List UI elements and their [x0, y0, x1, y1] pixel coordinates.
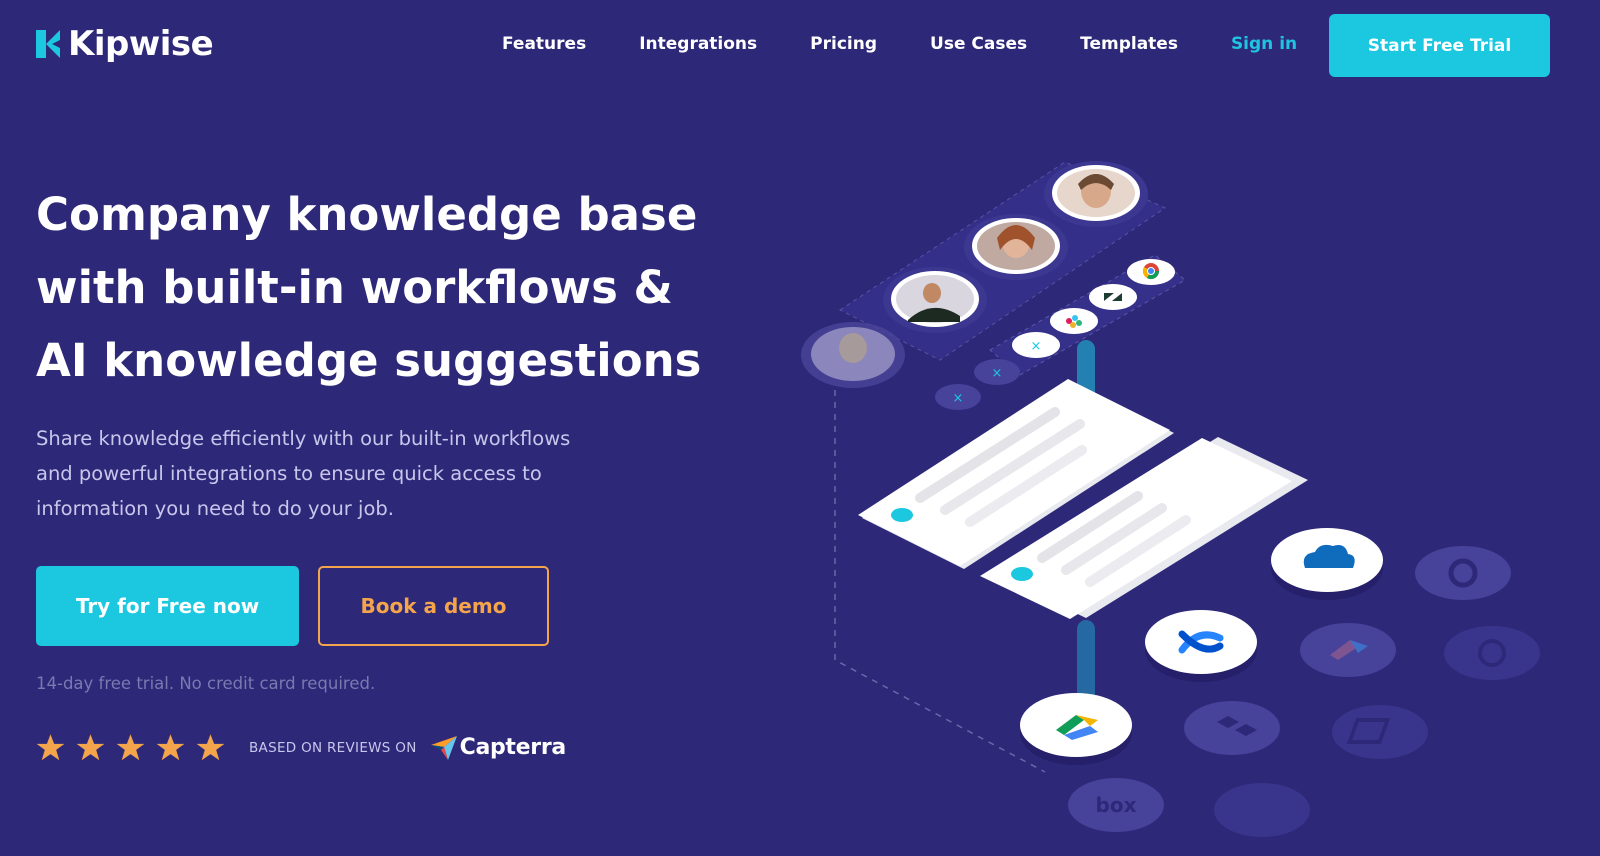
slack-chip: [1050, 308, 1098, 334]
based-on-reviews-label: BASED ON REVIEWS ON: [249, 739, 417, 756]
headline-line: AI knowledge suggestions: [36, 334, 702, 387]
confluence-icon: [1145, 610, 1257, 682]
subtitle-line: Share knowledge efficiently with our bui…: [36, 427, 571, 450]
chrome-chip: [1127, 259, 1175, 285]
trello-icon: [1300, 623, 1396, 677]
svg-text:×: ×: [953, 391, 964, 406]
kipwise-logo-icon: [36, 30, 60, 58]
github-icon: [1415, 546, 1511, 600]
avatar: [1044, 161, 1148, 227]
avatar: [883, 267, 987, 333]
book-demo-button[interactable]: Book a demo: [318, 566, 549, 646]
nav-pricing[interactable]: Pricing: [810, 34, 878, 54]
star-icon: [196, 734, 225, 761]
headline-line: Company knowledge base: [36, 188, 698, 241]
try-for-free-button[interactable]: Try for Free now: [36, 566, 299, 646]
subtitle-line: and powerful integrations to ensure quic…: [36, 462, 542, 485]
star-rating: [36, 733, 225, 762]
subtitle-line: information you need to do your job.: [36, 497, 394, 520]
capterra-icon: [430, 735, 457, 760]
start-free-trial-button[interactable]: Start Free Trial: [1329, 14, 1550, 77]
hero-headline: Company knowledge base with built-in wor…: [36, 178, 736, 397]
dashed-guide: [834, 390, 1046, 773]
notion-icon: [1332, 705, 1428, 759]
nav-features[interactable]: Features: [502, 34, 587, 54]
svg-text:box: box: [1096, 793, 1137, 817]
dropbox-icon: [1184, 701, 1280, 755]
capterra-name: Capterra: [459, 735, 567, 760]
nav-integrations[interactable]: Integrations: [639, 34, 758, 54]
hero-illustration: × × ×: [801, 161, 1540, 837]
onedrive-icon: [1271, 528, 1383, 600]
capterra-logo[interactable]: Capterra: [430, 735, 567, 760]
star-icon: [116, 734, 145, 761]
nav-links: Features Integrations Pricing Use Cases …: [502, 34, 1297, 54]
svg-text:×: ×: [1031, 339, 1042, 354]
avatar: [964, 214, 1068, 280]
kipwise-logo[interactable]: Kipwise: [36, 24, 214, 64]
faded-chip: ×: [935, 384, 981, 410]
faded-app-icon: [1444, 626, 1540, 680]
box-icon: box: [1068, 778, 1164, 832]
zendesk-chip: [1089, 284, 1137, 310]
sign-in-link[interactable]: Sign in: [1230, 34, 1298, 54]
star-icon: [36, 734, 65, 761]
star-icon: [76, 734, 105, 761]
headline-line: with built-in workflows &: [36, 261, 673, 314]
top-nav: Kipwise Features Integrations Pricing Us…: [0, 0, 1600, 90]
avatar: [801, 322, 905, 388]
trial-note: 14-day free trial. No credit card requir…: [36, 674, 376, 693]
document-card: [858, 379, 1174, 569]
google-drive-icon: [1020, 693, 1132, 765]
hero-subtitle: Share knowledge efficiently with our bui…: [36, 421, 636, 526]
brand-name: Kipwise: [68, 24, 214, 64]
faded-app-icon: [1214, 783, 1310, 837]
zendesk-chip: ×: [1012, 332, 1060, 358]
star-icon: [156, 734, 185, 761]
document-card: [980, 437, 1308, 619]
nav-templates[interactable]: Templates: [1080, 34, 1178, 54]
faded-chip: ×: [974, 359, 1020, 385]
rating-row: BASED ON REVIEWS ON Capterra: [36, 733, 566, 762]
svg-text:×: ×: [992, 366, 1003, 381]
nav-use-cases[interactable]: Use Cases: [930, 34, 1028, 54]
